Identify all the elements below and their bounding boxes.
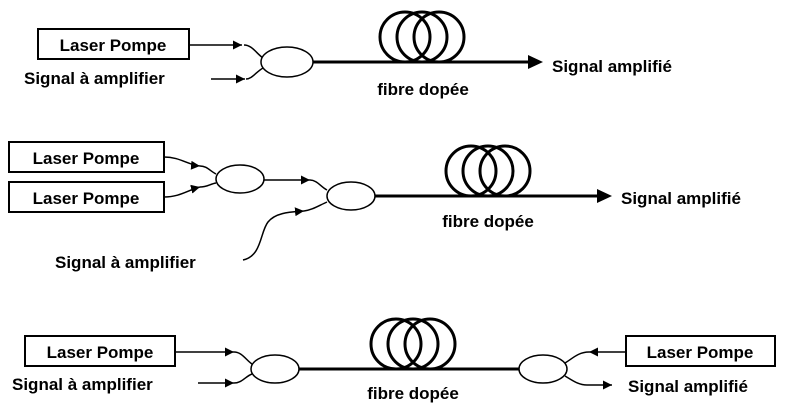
coupler-left-lead-bottom xyxy=(233,373,253,384)
coupler-1-lead-top xyxy=(199,165,217,175)
input-signal-label: Signal à amplifier xyxy=(24,69,165,88)
pump-laser-2-box xyxy=(8,181,165,213)
fiber-label: fibre dopée xyxy=(377,80,469,99)
fiber-label: fibre dopée xyxy=(367,384,459,403)
pump-laser-right-label: Laser Pompe xyxy=(647,343,754,362)
wdm-coupler-right xyxy=(518,354,568,384)
pump-laser-left-label: Laser Pompe xyxy=(47,343,154,362)
wdm-coupler xyxy=(326,181,376,211)
output-arrowhead xyxy=(528,55,543,69)
fiber-coil xyxy=(378,10,466,64)
output-signal-label: Signal amplifié xyxy=(552,57,672,76)
coupler-lead-bottom xyxy=(245,67,264,80)
input-signal-label: Signal à amplifier xyxy=(55,253,196,272)
pump-laser-2-label: Laser Pompe xyxy=(33,189,140,208)
pump-1-fiber xyxy=(163,156,201,170)
fiber-coil xyxy=(369,317,457,371)
output-signal-label: Signal amplifié xyxy=(621,189,741,208)
pump-laser-1-box xyxy=(8,141,165,173)
coupler-lead-top xyxy=(243,44,264,59)
pump-2-fiber xyxy=(163,184,201,198)
coupler-right-lead-top xyxy=(564,351,590,364)
wdm-coupler-left xyxy=(250,354,300,384)
output-signal-label: Signal amplifié xyxy=(628,377,748,396)
pump-laser-1-label: Laser Pompe xyxy=(33,149,140,168)
pump-laser-right-box xyxy=(625,335,776,367)
coupler-2-lead-bottom xyxy=(303,201,328,212)
fiber-label: fibre dopée xyxy=(442,212,534,231)
pump-laser-label: Laser Pompe xyxy=(60,36,167,55)
coupler-1-lead-bottom xyxy=(199,182,217,188)
pump-laser-box xyxy=(37,28,190,60)
coupler-2-lead-top xyxy=(309,179,328,191)
output-signal-fiber xyxy=(564,375,612,390)
diagram-single-pump: Laser Pompe Signal à amplifier fibre dop… xyxy=(24,10,672,99)
output-arrowhead xyxy=(597,189,612,203)
input-signal-label: Signal à amplifier xyxy=(12,375,153,394)
diagram-dual-pump: Laser Pompe Laser Pompe Signal à amplifi… xyxy=(8,141,741,272)
diagram-bidirectional-pump: Laser Pompe Signal à amplifier fibre dop… xyxy=(12,317,776,403)
pump-laser-left-box xyxy=(24,335,176,367)
pump-combiner-coupler xyxy=(215,164,265,194)
input-signal-fiber xyxy=(242,207,305,261)
fiber-coil xyxy=(444,144,532,198)
coupler-left-lead-top xyxy=(233,351,253,365)
wdm-coupler xyxy=(260,46,314,78)
